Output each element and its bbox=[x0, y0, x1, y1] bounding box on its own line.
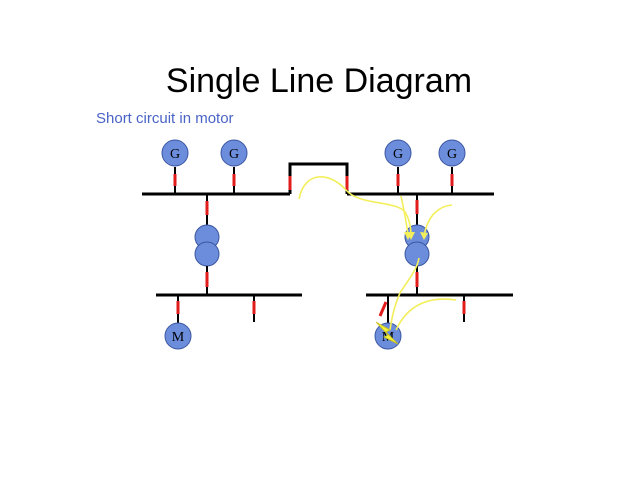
generator-g1: G bbox=[161, 139, 189, 194]
arrowhead bbox=[420, 232, 428, 240]
lightning-bolt-icon bbox=[375, 321, 399, 345]
motor-left: M bbox=[164, 295, 192, 350]
motor-label: M bbox=[172, 330, 185, 345]
slide-title: Single Line Diagram bbox=[165, 62, 473, 100]
fault-path-from-feeder bbox=[395, 298, 457, 331]
generator-g3: G bbox=[384, 139, 412, 194]
generator-g2: G bbox=[220, 139, 248, 194]
slide-subtitle: Short circuit in motor bbox=[96, 110, 234, 127]
arrowhead bbox=[404, 232, 412, 240]
motor-right-faulted: M bbox=[374, 295, 402, 350]
generator-label: G bbox=[229, 147, 239, 162]
transformer-left bbox=[194, 194, 220, 295]
fault-current-paths bbox=[298, 176, 457, 331]
generator-label: G bbox=[170, 147, 180, 162]
fault-path-from-g4 bbox=[423, 204, 453, 237]
generator-label: G bbox=[393, 147, 403, 162]
generator-label: G bbox=[447, 147, 457, 162]
fault-path-down bbox=[389, 257, 420, 331]
bus-tie-line bbox=[288, 162, 349, 194]
breaker bbox=[378, 301, 388, 317]
fault-path-from-left-system bbox=[298, 176, 412, 237]
generator-g4: G bbox=[438, 139, 466, 194]
